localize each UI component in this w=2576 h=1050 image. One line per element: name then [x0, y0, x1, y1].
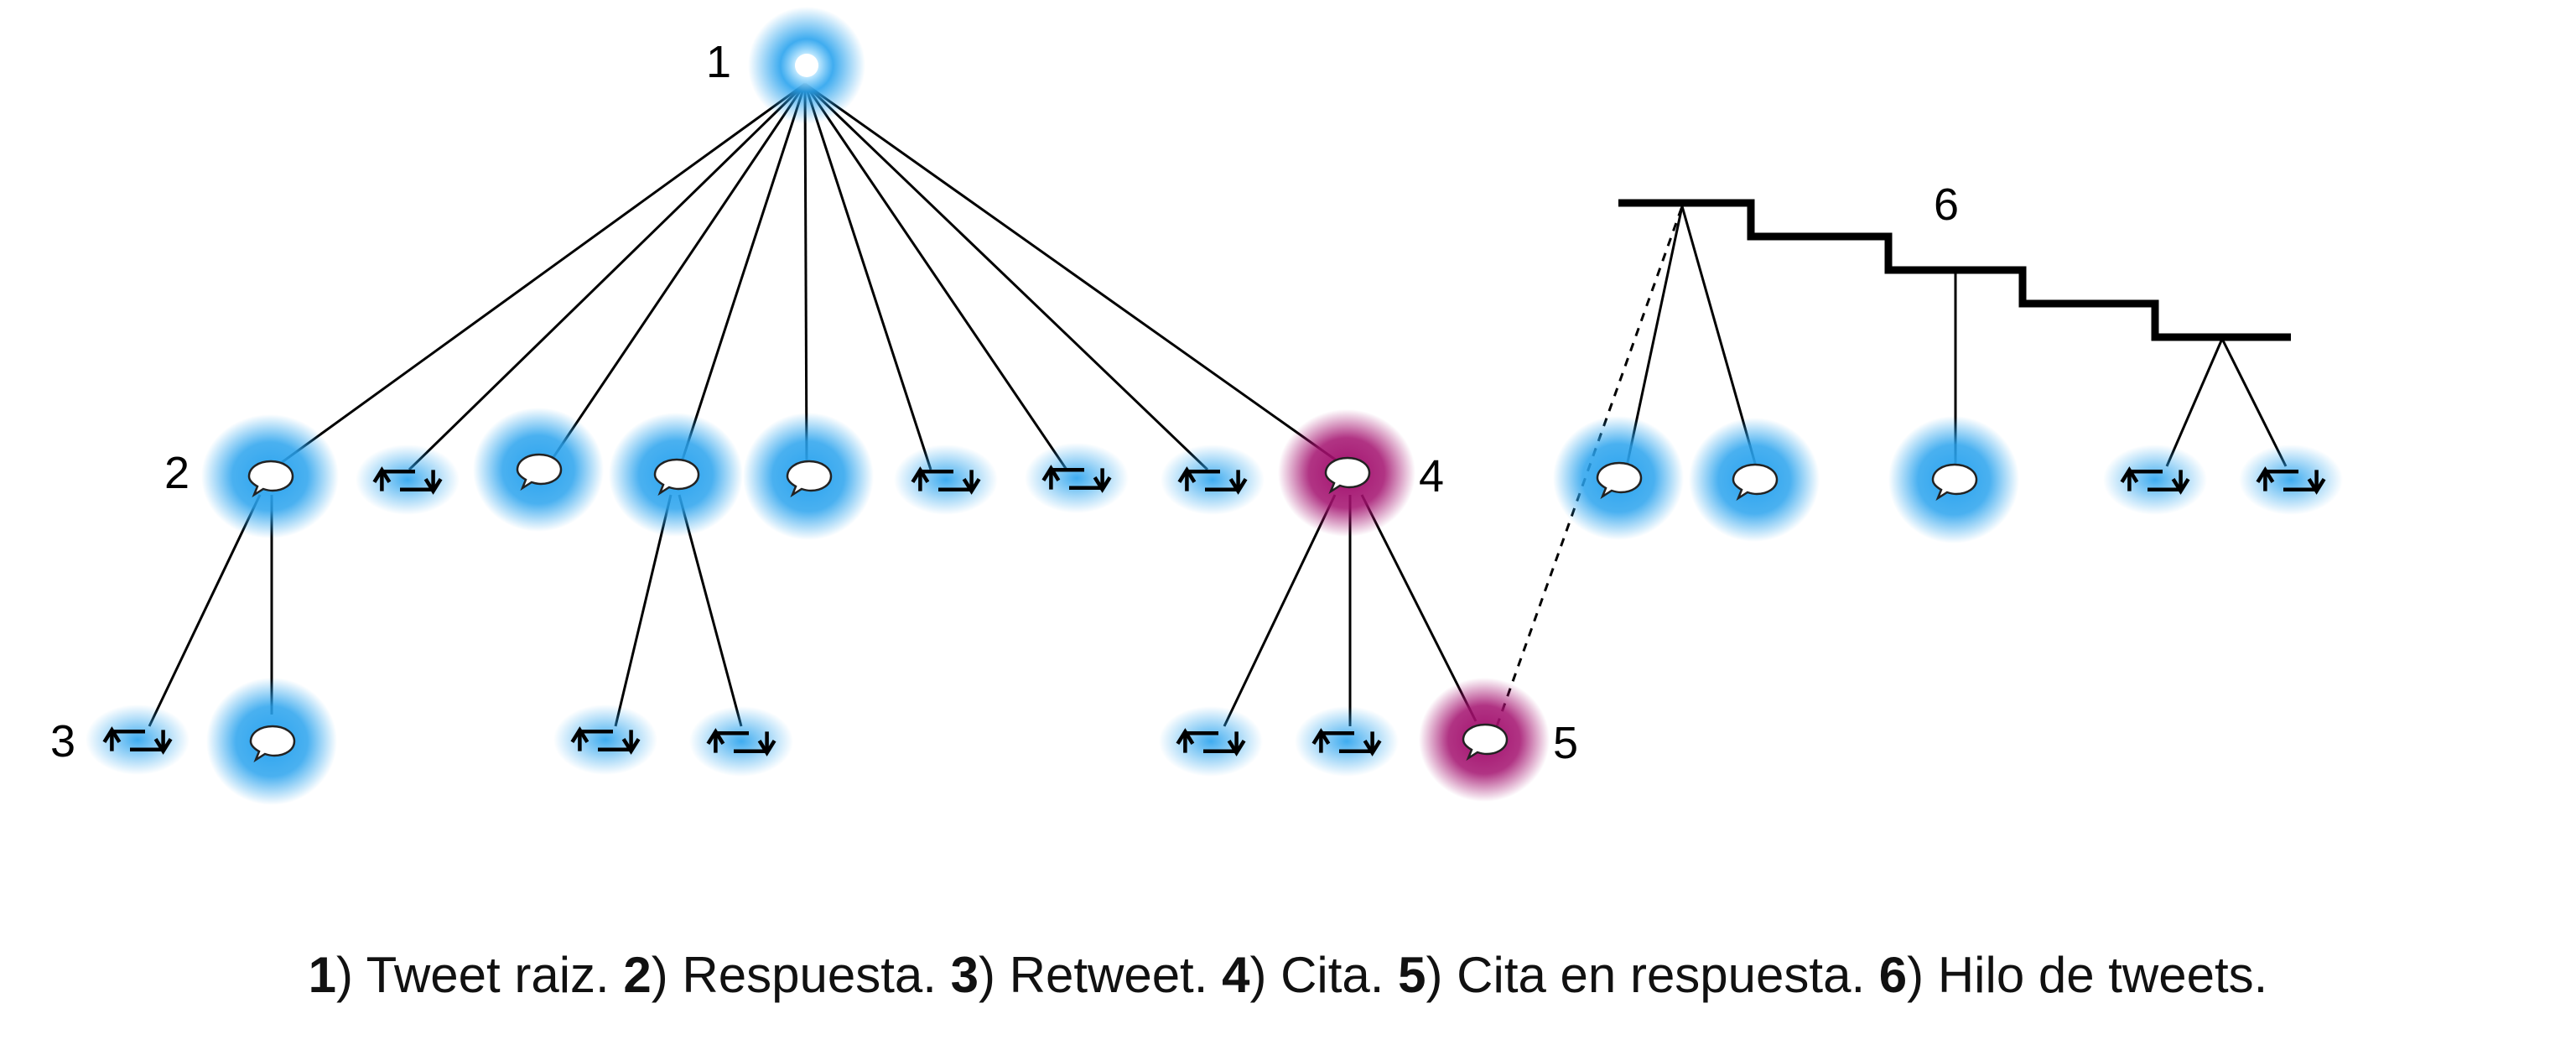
caption-number: 4	[1222, 947, 1250, 1003]
label-thread: 6	[1934, 179, 1959, 230]
thread-staircase	[1618, 199, 2291, 341]
caption-number: 6	[1878, 947, 1908, 1003]
caption-text: ) Respuesta.	[651, 947, 951, 1003]
reply-node	[473, 408, 604, 532]
thread-retweet-node	[2103, 444, 2207, 515]
retweet-node	[1161, 444, 1265, 515]
label-retweet: 3	[50, 716, 75, 767]
caption-number: 3	[950, 947, 979, 1003]
retweet-node	[553, 704, 657, 775]
retweet-node	[356, 444, 460, 515]
tree-edges	[148, 82, 2288, 727]
retweet-node	[1159, 706, 1263, 777]
caption-text: ) Tweet raiz.	[336, 947, 624, 1003]
caption-text: ) Retweet.	[978, 947, 1223, 1003]
label-reply: 2	[164, 448, 190, 498]
retweet-node	[1295, 706, 1399, 777]
reply-node	[206, 678, 337, 805]
caption-number: 5	[1398, 947, 1426, 1003]
caption-number: 1	[308, 947, 337, 1003]
quote-node-4	[1278, 409, 1415, 537]
label-quote: 4	[1419, 451, 1444, 502]
thread-retweet-node	[2239, 444, 2343, 515]
thread-reply-node	[1689, 418, 1820, 542]
caption-number: 2	[623, 947, 652, 1003]
retweet-node	[689, 706, 793, 777]
label-root: 1	[706, 37, 731, 87]
reply-node	[743, 413, 874, 540]
caption-text: ) Cita.	[1249, 947, 1399, 1003]
retweet-node	[1025, 443, 1129, 513]
caption-text: ) Cita en respuesta.	[1426, 947, 1879, 1003]
caption-text: ) Hilo de tweets.	[1907, 947, 2268, 1003]
retweet-node	[894, 444, 998, 515]
thread-reply-node	[1888, 416, 2019, 543]
label-quote-reply: 5	[1553, 718, 1578, 768]
quote-reply-node-5	[1419, 678, 1550, 802]
thread-reply-node	[1553, 416, 1684, 540]
reply-node-2	[201, 414, 339, 538]
root-tweet-node	[748, 7, 865, 124]
retweet-node-3	[86, 704, 190, 775]
reply-node	[609, 413, 743, 537]
legend-caption: 1) Tweet raiz. 2) Respuesta. 3) Retweet.…	[0, 946, 2576, 1004]
